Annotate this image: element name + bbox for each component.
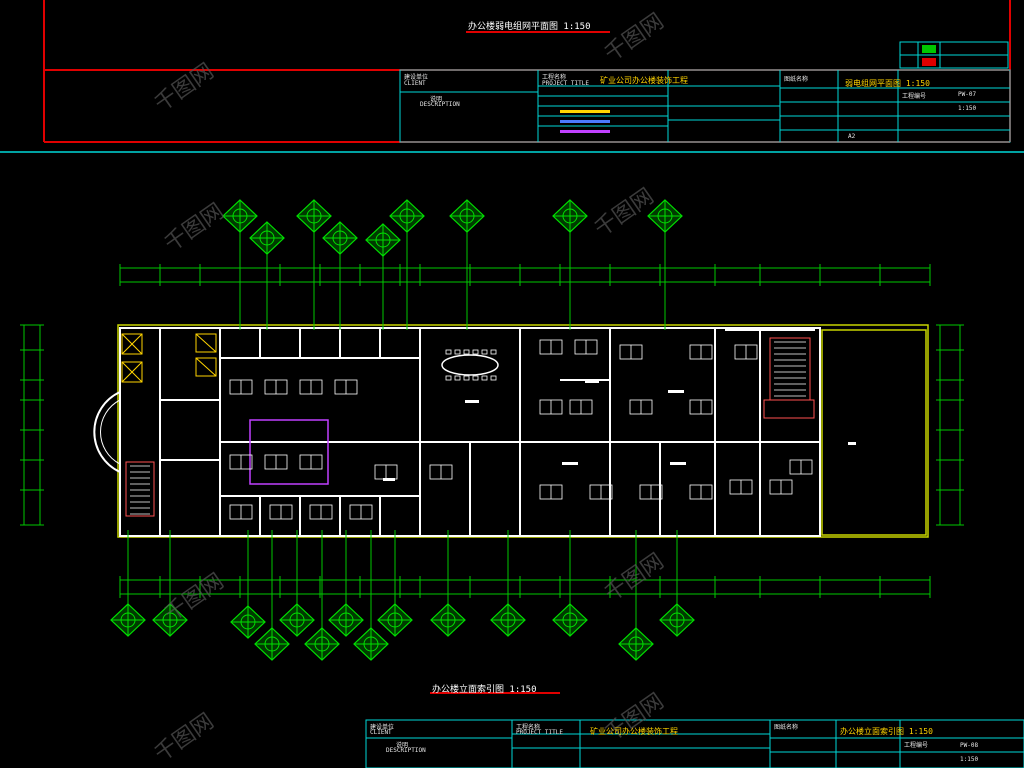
index-marker [490, 530, 526, 637]
bottom-scale: 1:150 [960, 756, 979, 763]
floor-plan [93, 324, 929, 538]
bottom-drawing-no-label: 工程编号 [904, 742, 929, 749]
index-marker [552, 530, 588, 637]
top-project-en: PROJECT TITLE [542, 80, 589, 87]
index-marker [377, 530, 413, 637]
bottom-drawing-name: 办公楼立面索引图 1:150 [840, 727, 933, 736]
top-client-en: CLIENT [404, 80, 426, 87]
bottom-client-label: 建设单位 [370, 724, 395, 731]
top-title-block [399, 41, 1011, 143]
top-sheet-size: A2 [848, 133, 856, 140]
bottom-client-en: CLIENT [370, 729, 392, 736]
index-marker [152, 530, 188, 637]
top-client-label: 建设单位 [404, 74, 429, 81]
index-marker [647, 199, 683, 330]
index-marker [249, 221, 285, 330]
bottom-drawing-no: PW-08 [960, 742, 979, 749]
room-labels [383, 380, 856, 481]
top-project-name: 矿业公司办公楼装饰工程 [600, 76, 688, 85]
dimensions [20, 264, 964, 598]
index-marker [430, 530, 466, 637]
bottom-project-en: PROJECT TITLE [516, 729, 563, 736]
bottom-desc-en: DESCRIPTION [386, 747, 426, 754]
bottom-drawing-label: 图纸名称 [774, 724, 799, 731]
bottom-sheet [365, 692, 1024, 768]
bottom-title-block [365, 719, 1024, 768]
bottom-project-name: 矿业公司办公楼装饰工程 [590, 727, 678, 736]
index-marker [449, 199, 485, 330]
index-marker [304, 530, 340, 661]
top-drawing-no: PW-07 [958, 91, 977, 98]
index-marker [222, 199, 258, 330]
top-drawing-name: 弱电组网平面图 1:150 [845, 79, 930, 88]
legend-swatches [560, 45, 936, 133]
bottom-plan-title: 办公楼立面索引图 1:150 [432, 685, 537, 695]
top-desc-en: DESCRIPTION [420, 101, 460, 108]
top-project-label: 工程名称 [542, 74, 567, 81]
index-marker [110, 530, 146, 637]
top-sheet [0, 0, 1024, 153]
index-marker [328, 530, 364, 637]
top-plan-title: 办公楼弱电组网平面图 1:150 [468, 22, 591, 32]
bottom-project-label: 工程名称 [516, 724, 541, 731]
index-marker [279, 530, 315, 637]
elevation-index-markers [110, 199, 695, 661]
index-marker [389, 199, 425, 330]
index-marker [365, 223, 401, 330]
top-drawing-label: 图纸名称 [784, 76, 809, 83]
top-scale: 1:150 [958, 105, 977, 112]
index-marker [230, 530, 266, 639]
top-desc-label: 说明 [430, 96, 443, 103]
index-marker [552, 199, 588, 330]
index-marker [254, 530, 290, 661]
index-marker [659, 530, 695, 637]
index-marker [322, 221, 358, 330]
index-marker [353, 530, 389, 661]
top-drawing-no-label: 工程编号 [902, 93, 927, 100]
index-marker [618, 530, 654, 661]
bottom-desc-label: 说明 [396, 742, 409, 749]
index-marker [296, 199, 332, 330]
conference-table [441, 354, 499, 376]
